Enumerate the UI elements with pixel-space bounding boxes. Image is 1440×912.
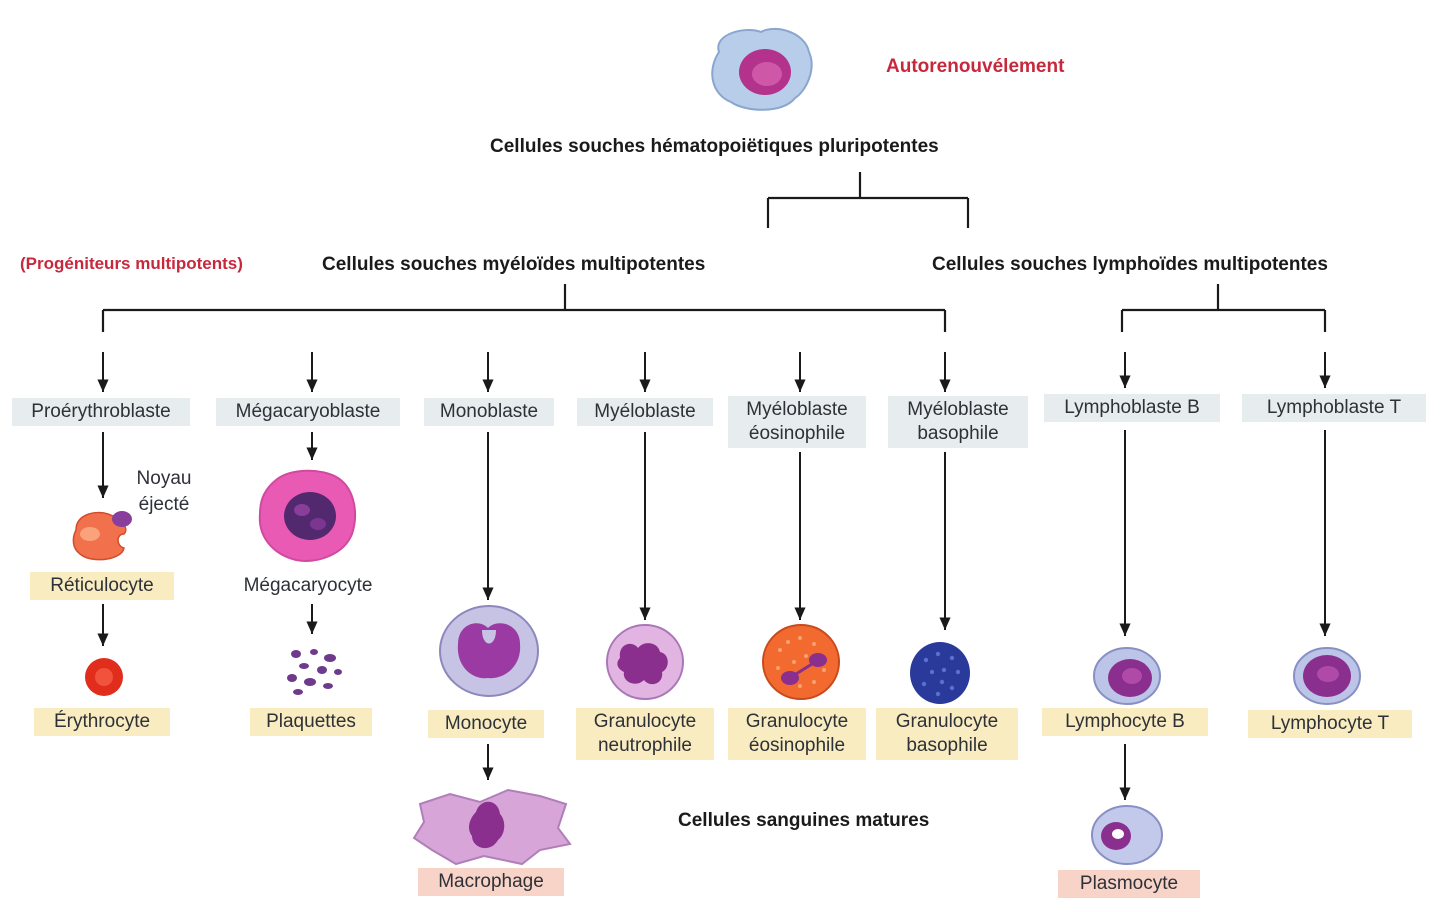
myeloblast-eosinophil-label: Myéloblaste éosinophile (728, 396, 866, 448)
monocyte-label: Monocyte (428, 710, 544, 738)
neutrophil-line2: neutrophile (597, 735, 693, 756)
lymphoblast-t-label: Lymphoblaste T (1242, 394, 1426, 422)
lymphocyte-b-icon (1093, 647, 1161, 705)
ejected-nucleus-line2: éjecté (138, 494, 190, 515)
myeloblast-baso-line2: basophile (917, 423, 999, 444)
basophil-label: Granulocyte basophile (876, 708, 1018, 760)
lymphocyte-t-icon (1293, 647, 1361, 705)
lymphocyte-t-label: Lymphocyte T (1248, 710, 1412, 738)
myeloblast-basophil-label: Myéloblaste basophile (888, 396, 1028, 448)
megakaryocyte-icon (258, 469, 357, 562)
multipotent-progenitors-label: (Progéniteurs multipotents) (20, 254, 243, 273)
platelets-label: Plaquettes (250, 708, 372, 736)
myeloblast-eos-line2: éosinophile (748, 423, 846, 444)
myeloblast-eos-line1: Myéloblaste (746, 399, 848, 420)
eosinophil-label: Granulocyte éosinophile (728, 708, 866, 760)
ejected-nucleus-line1: Noyau (136, 468, 192, 489)
lymphocyte-b-label: Lymphocyte B (1042, 708, 1208, 736)
ejected-nucleus-label: Noyau éjecté (124, 466, 204, 518)
lymphoid-bracket (1120, 284, 1327, 332)
myeloid-bracket (101, 284, 947, 332)
neutrophil-line1: Granulocyte (593, 711, 697, 732)
proerythroblast-label: Proérythroblaste (12, 398, 190, 426)
erythrocyte-icon (85, 658, 123, 696)
reticulocyte-icon (72, 511, 127, 561)
neutrophil-label: Granulocyte neutrophile (576, 708, 714, 760)
macrophage-icon (412, 788, 572, 866)
plasmocyte-label: Plasmocyte (1058, 870, 1200, 898)
erythrocyte-label: Érythrocyte (34, 708, 170, 736)
myeloblast-baso-line1: Myéloblaste (907, 399, 1009, 420)
neutrophil-icon (606, 624, 684, 700)
eosinophil-line1: Granulocyte (745, 711, 849, 732)
reticulocyte-label: Réticulocyte (30, 572, 174, 600)
eosinophil-icon (762, 624, 840, 700)
basophil-icon (910, 642, 970, 704)
self-renewal-label: Autorenouvélement (886, 56, 1065, 77)
megakaryocyte-label: Mégacaryocyte (243, 575, 373, 596)
megakaryoblast-label: Mégacaryoblaste (216, 398, 400, 426)
mature-blood-cells-label: Cellules sanguines matures (678, 810, 930, 831)
myeloid-stem-cells-label: Cellules souches myéloïdes multipotentes (322, 254, 706, 275)
lymphoblast-b-label: Lymphoblaste B (1044, 394, 1220, 422)
macrophage-label: Macrophage (418, 868, 564, 896)
monoblast-label: Monoblaste (424, 398, 554, 426)
ejected-nucleus-icon (112, 511, 132, 527)
plasmocyte-icon (1091, 805, 1163, 865)
eosinophil-line2: éosinophile (748, 735, 846, 756)
basophil-line2: basophile (906, 735, 988, 756)
hsc-bracket (766, 172, 970, 228)
platelets-icon (287, 649, 342, 695)
basophil-line1: Granulocyte (895, 711, 999, 732)
lymphoid-stem-cells-label: Cellules souches lymphoïdes multipotente… (932, 254, 1328, 275)
stem-cell-icon (711, 27, 813, 111)
monocyte-icon (439, 605, 539, 697)
hsc-label: Cellules souches hématopoiëtiques plurip… (490, 136, 939, 157)
myeloblast-label: Myéloblaste (577, 398, 713, 426)
